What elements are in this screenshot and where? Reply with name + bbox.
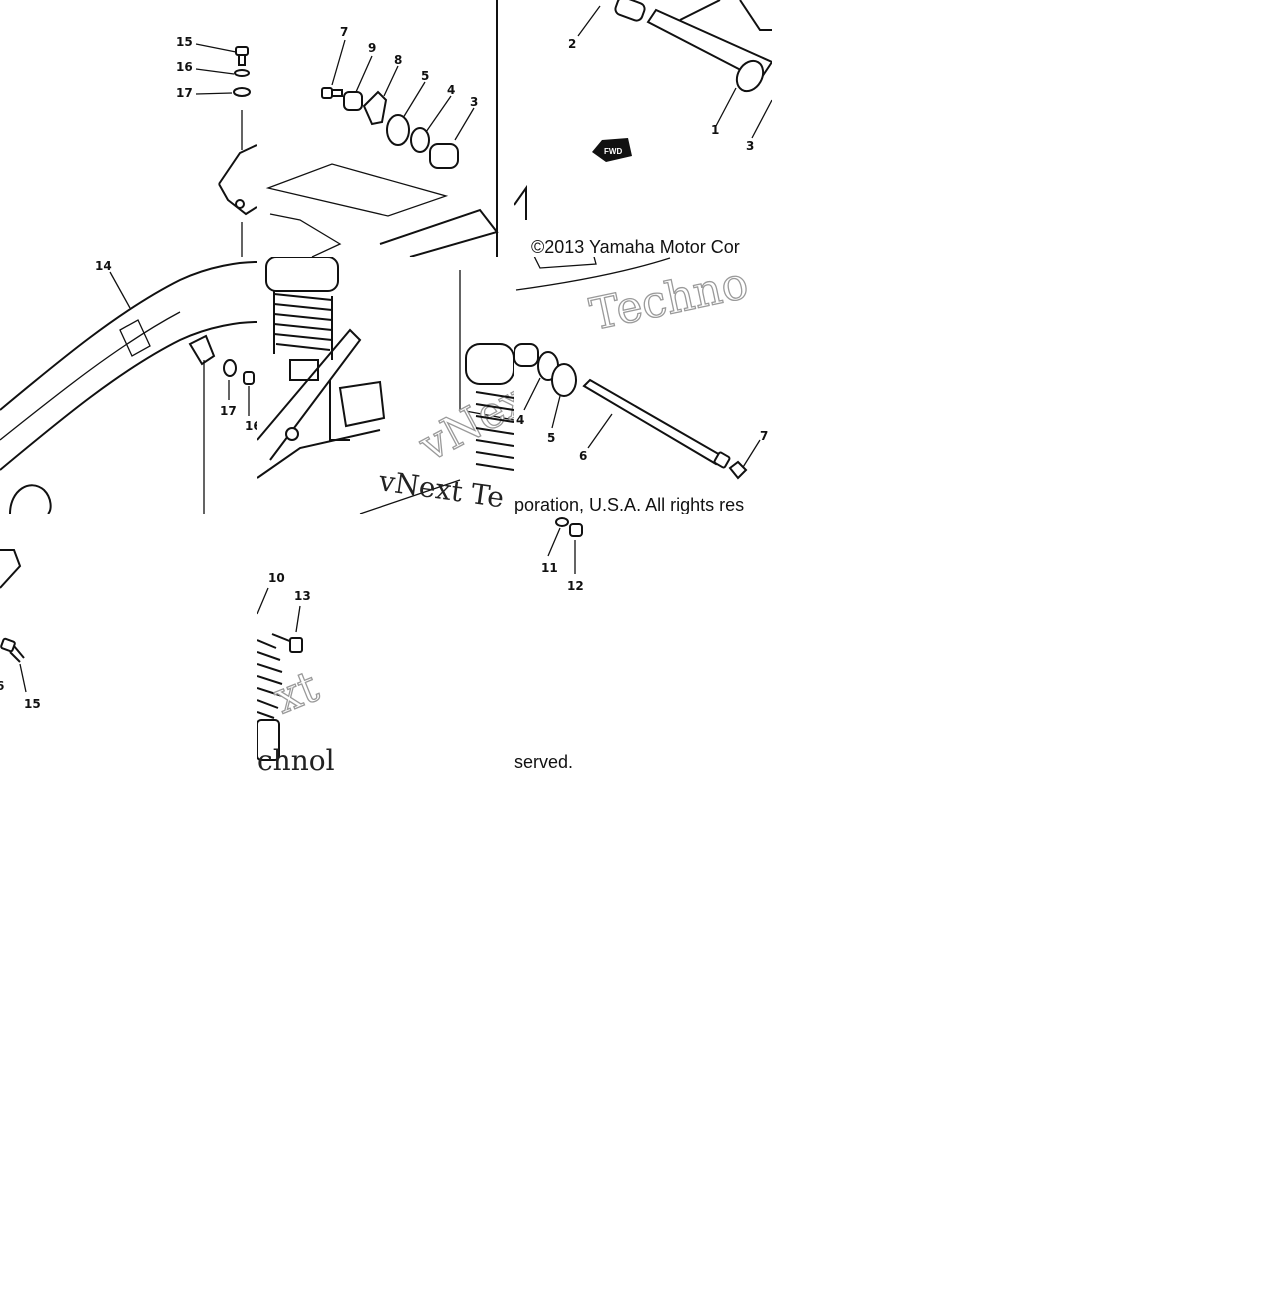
callout-8: 8 (394, 53, 402, 67)
callout-16: 16 (176, 60, 193, 74)
watermark-1: Techno (586, 258, 753, 341)
callout-4: 4 (516, 413, 524, 427)
tile-frame-tube: 14 17 16 (0, 259, 262, 514)
collar-icon (343, 91, 363, 111)
callout-6: 6 (579, 449, 587, 463)
shock-upper-icon (465, 343, 514, 471)
tile-lower-nut: 11 12 served. (514, 517, 584, 772)
copyright-line-1: ©2013 Yamaha Motor Cor (531, 237, 740, 257)
fwd-arrow-icon: FWD (592, 138, 632, 162)
nut-icon (243, 371, 255, 385)
frame-tube-icon (0, 261, 257, 471)
tile-swingarm-pivot: FWD 2 1 3 ©2013 Yamaha Motor Cor (514, 0, 772, 257)
callout-5: 5 (547, 431, 555, 445)
callout-7: 7 (760, 429, 768, 443)
callout-17: 17 (220, 404, 237, 418)
bolt-icon (235, 46, 249, 66)
callout-16: 16 (245, 419, 262, 433)
callout-6: 6 (0, 679, 4, 693)
callout-15: 15 (24, 697, 41, 711)
tile-shock-lower: xt chnol 10 13 (257, 571, 335, 777)
callout-9: 9 (368, 41, 376, 55)
callout-5: 5 (421, 69, 429, 83)
callout-11: 11 (541, 561, 558, 575)
callout-15: 15 (176, 35, 193, 49)
plate-icon (362, 90, 388, 126)
callout-2: 2 (568, 37, 576, 51)
spring-washer-icon (234, 69, 250, 77)
pivot-shaft-icon (646, 8, 772, 93)
nut-icon (569, 523, 583, 537)
watermark-2b: vNext Te (376, 464, 506, 514)
copyright-line-2: poration, U.S.A. All rights res (514, 495, 744, 515)
washer-icon (223, 359, 237, 377)
bolt-icon (321, 87, 343, 99)
callout-4: 4 (447, 83, 455, 97)
callout-13: 13 (294, 589, 311, 603)
callout-12: 12 (567, 579, 584, 593)
washer-icon (551, 363, 577, 397)
tile-bolt-stack: 15 16 17 (176, 35, 257, 257)
shock-spring-icon (257, 639, 283, 761)
shock-spring-icon (265, 257, 339, 360)
watermark-4: chnol (257, 744, 335, 777)
bolt-icon (0, 637, 25, 663)
fwd-label: FWD (604, 147, 622, 156)
tile-lower-bolt: 15 6 (0, 549, 41, 711)
callout-1: 1 (711, 123, 719, 137)
nut-icon (728, 460, 748, 480)
tile-bushing-parts: 7 9 8 5 4 3 (265, 0, 499, 257)
tile-pivot-bolt: Techno 4 5 6 7 poration, U.S.A. All righ… (514, 257, 768, 515)
bushing-icon (429, 143, 459, 169)
callout-17: 17 (176, 86, 193, 100)
plain-washer-icon (233, 87, 251, 97)
bolt-icon (271, 633, 303, 653)
washer-icon (410, 127, 430, 153)
seal-icon (386, 114, 410, 146)
callout-10: 10 (268, 571, 285, 585)
callout-14: 14 (95, 259, 112, 273)
callout-7: 7 (340, 25, 348, 39)
callout-3: 3 (470, 95, 478, 109)
callout-3: 3 (746, 139, 754, 153)
copyright-line-3: served. (514, 752, 573, 772)
washer-icon (555, 517, 569, 527)
pivot-bolt-icon (582, 378, 731, 469)
